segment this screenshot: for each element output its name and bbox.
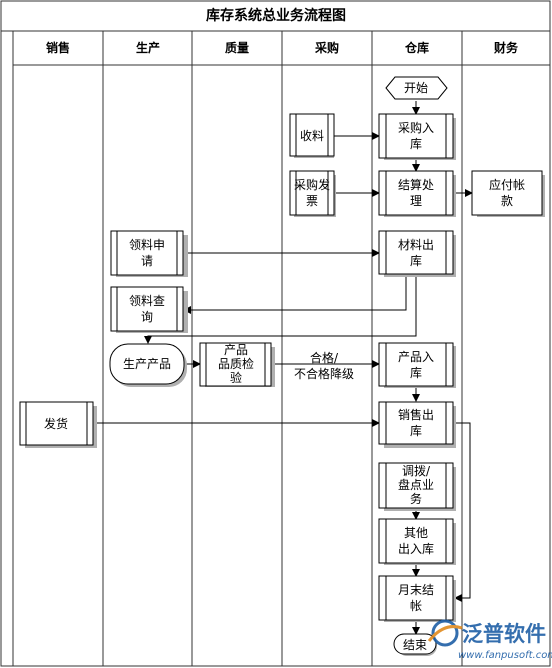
purchase-invoice-label-2: 票 xyxy=(306,194,318,208)
produce-products-node: 生产产品 xyxy=(109,343,187,387)
quality-inspection-box: 产品 品质检 验 xyxy=(199,342,275,387)
material-request-box: 领料申 请 xyxy=(110,230,188,277)
settlement-label-2: 理 xyxy=(410,194,422,208)
produce-products-label: 生产产品 xyxy=(123,357,171,371)
other-in-out-label-2: 出入库 xyxy=(398,541,434,556)
accounts-payable-box: 应付帐 款 xyxy=(471,170,545,217)
qualified-label-2: 不合格降级 xyxy=(294,366,354,381)
lane-production: 生产 xyxy=(136,40,160,55)
quality-inspection-label-1: 产品 xyxy=(224,343,248,357)
connectors xyxy=(93,101,473,635)
logo-circle-icon xyxy=(431,619,459,647)
lane-warehouse: 仓库 xyxy=(404,40,429,55)
logo-swoosh-icon xyxy=(427,625,463,642)
sales-out-box: 销售出 库 xyxy=(378,401,456,448)
sales-out-label-1: 销售出 xyxy=(398,407,434,422)
lane-purchasing: 采购 xyxy=(314,40,339,55)
purchase-invoice-box: 采购发 票 xyxy=(289,170,336,217)
ship-label: 发货 xyxy=(44,416,68,431)
page-title: 库存系统总业务流程图 xyxy=(206,7,346,24)
transfer-inventory-box: 调拨/ 盘点业 务 xyxy=(378,462,456,511)
sales-out-label-2: 库 xyxy=(410,423,422,438)
watermark-url: www.fanpusoft.com xyxy=(458,650,552,661)
arrow-sales-out-to-month-end xyxy=(453,422,471,602)
settlement-label-1: 结算处 xyxy=(398,177,434,192)
transfer-inventory-label-2: 盘点业 xyxy=(398,477,434,492)
material-out-label-2: 库 xyxy=(410,253,422,268)
purchase-in-box: 采购入 库 xyxy=(378,113,456,160)
product-in-box: 产品入 库 xyxy=(378,342,456,388)
receive-material-box: 收料 xyxy=(289,113,335,158)
end-node: 结束 xyxy=(393,633,437,656)
quality-inspection-label-3: 验 xyxy=(230,370,242,385)
accounts-payable-label-2: 款 xyxy=(501,194,513,208)
accounts-payable-label-1: 应付帐 xyxy=(489,177,525,192)
material-query-label-1: 领料查 xyxy=(129,294,165,308)
lane-sales: 销售 xyxy=(46,40,70,55)
other-in-out-box: 其他 出入库 xyxy=(378,518,456,565)
watermark-logo: 泛普软件 www.fanpusoft.com xyxy=(427,619,552,661)
material-out-box: 材料出 库 xyxy=(378,230,456,277)
product-in-label-1: 产品入 xyxy=(398,350,434,364)
material-query-box: 领料查 询 xyxy=(110,286,188,333)
lane-quality: 质量 xyxy=(225,40,249,55)
purchase-invoice-label-1: 采购发 xyxy=(294,177,330,192)
purchase-in-label-2: 库 xyxy=(410,136,422,151)
other-in-out-label-1: 其他 xyxy=(404,526,428,540)
month-end-box: 月末结 帐 xyxy=(378,575,456,622)
arrow-material-out-to-query xyxy=(183,274,407,314)
material-request-label-2: 请 xyxy=(141,254,153,268)
month-end-label-1: 月末结 xyxy=(398,583,434,597)
lane-headers: 销售 生产 质量 采购 仓库 财务 xyxy=(46,40,519,55)
transfer-inventory-label-1: 调拨/ xyxy=(402,464,431,478)
lane-finance: 财务 xyxy=(493,40,519,55)
arrow-material-out-to-produce xyxy=(144,274,417,344)
watermark-brand: 泛普软件 xyxy=(462,622,546,646)
qualified-label-1: 合格/ xyxy=(310,350,339,365)
start-label: 开始 xyxy=(404,81,428,95)
material-out-label-1: 材料出 xyxy=(398,238,434,252)
month-end-label-2: 帐 xyxy=(410,598,422,613)
quality-inspection-label-2: 品质检 xyxy=(218,356,254,371)
material-query-label-2: 询 xyxy=(141,310,153,324)
start-node: 开始 xyxy=(385,76,448,100)
end-label: 结束 xyxy=(403,638,427,652)
transfer-inventory-label-3: 务 xyxy=(410,491,422,506)
product-in-label-2: 库 xyxy=(410,365,422,380)
purchase-in-label-1: 采购入 xyxy=(398,120,434,135)
settlement-box: 结算处 理 xyxy=(378,170,456,217)
receive-material-label: 收料 xyxy=(300,129,324,143)
ship-box: 发货 xyxy=(19,401,97,448)
material-request-label-1: 领料申 xyxy=(129,238,165,252)
